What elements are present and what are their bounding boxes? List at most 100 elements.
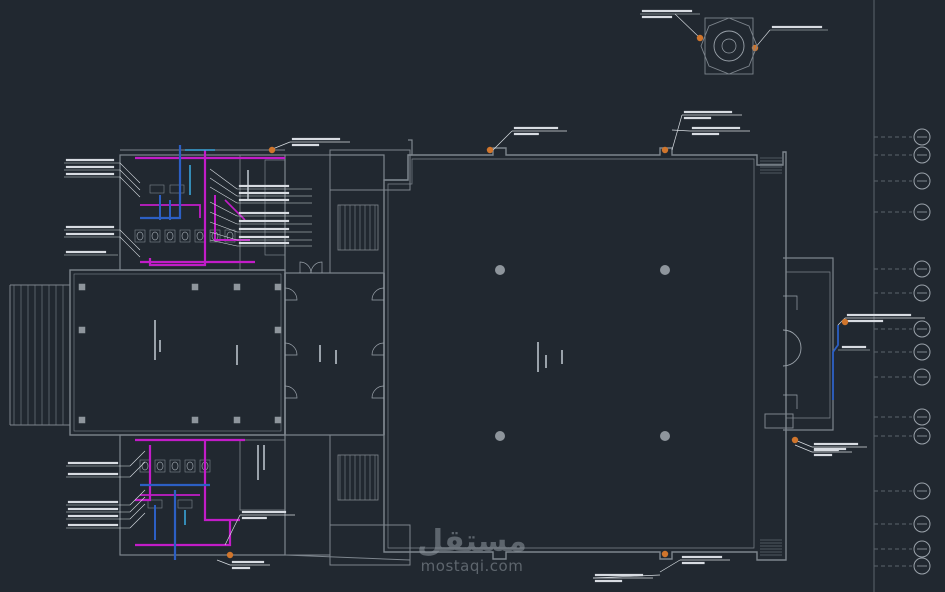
hall-column [495,431,505,441]
grid-bubble [913,515,931,533]
grid-bubbles [913,128,931,575]
leader-line [659,559,681,573]
note-text [65,232,115,236]
pipe-magenta [203,440,240,522]
note-text [641,15,673,19]
section-marker [486,146,494,154]
fountain-octagon [700,17,758,75]
note-text [691,126,741,130]
interior-details [134,157,782,556]
note-text [841,345,867,349]
pipe-magenta [135,445,152,502]
leader-line [129,496,146,513]
door-swing [310,261,323,274]
wc-bowl [196,231,204,241]
door-swing [284,342,298,356]
wc-stall [224,229,236,243]
leader-line [209,201,238,217]
note-text [681,555,723,559]
note-text [238,211,290,215]
section-marker [696,34,704,42]
leader-line [492,130,513,151]
door-swing [284,385,298,399]
leader-line [119,229,141,251]
watermark-arabic: مستقل [417,524,527,559]
lower-toilet-side [239,439,286,511]
note-text [846,319,884,323]
fountain-frame [704,17,754,75]
note-text [65,225,115,229]
wc-bowl [141,461,149,471]
pillar [191,283,199,291]
fountain-center [721,38,737,54]
annex-step [764,413,794,429]
note-text [846,313,912,317]
note-text [691,132,720,136]
annex-door-arc [782,329,802,367]
grid-bubble [913,427,931,445]
leader-line [209,186,238,204]
leader-line [794,444,813,453]
main-hall-wall [383,147,787,561]
note-text [238,219,290,223]
leader-line [209,231,238,241]
note-text [65,165,115,169]
leader-line [671,114,683,151]
stair-frame [337,454,379,501]
corridor-block-lower [284,434,331,556]
wc-bowl [171,461,179,471]
annex-door-swing-2 [783,394,798,409]
note-text [67,500,119,504]
grid-bubble [913,368,931,386]
hall-column [660,431,670,441]
left-facade [9,284,70,426]
grid-bubble [913,146,931,164]
pipe-blue [832,325,839,400]
section-marker [661,146,669,154]
fountain-basin [713,30,745,62]
hall-column [660,265,670,275]
note-text [241,510,287,514]
corridor-block [284,154,331,274]
note-text [681,561,705,565]
pipe-blue [140,145,182,220]
note-text [238,198,290,202]
sink [169,184,185,194]
grid-bubble [913,482,931,500]
left-hall-inner [73,273,282,432]
wc-stall [134,229,146,243]
note-text [238,184,290,188]
note-text [65,172,115,176]
note-text [813,453,833,457]
fountain-detail [700,17,758,75]
leader-line [671,129,691,132]
shaft [264,159,286,256]
grid-bubble [913,128,931,146]
wc-stall [154,459,166,473]
leader-line [209,168,238,190]
note-text [291,143,320,147]
note-text [513,126,559,130]
grid-bubble [913,284,931,302]
pillar [78,416,86,424]
note-text [241,516,267,520]
leader-line [754,29,771,49]
note-text [594,573,644,577]
pillar [78,283,86,291]
note-text [813,442,859,446]
annotation-leaders [64,9,925,583]
right-annex-wall [783,257,834,431]
pillar [233,416,241,424]
door-swing [284,287,298,301]
wc-bowl [181,231,189,241]
pipe-magenta [135,520,232,547]
door-swing [371,287,385,301]
note-text [231,560,265,564]
wc-bowl [166,231,174,241]
note-text [641,9,693,13]
leader-line [209,221,238,233]
note-text [65,250,107,254]
door-swing [299,261,312,274]
section-markers [226,34,849,559]
